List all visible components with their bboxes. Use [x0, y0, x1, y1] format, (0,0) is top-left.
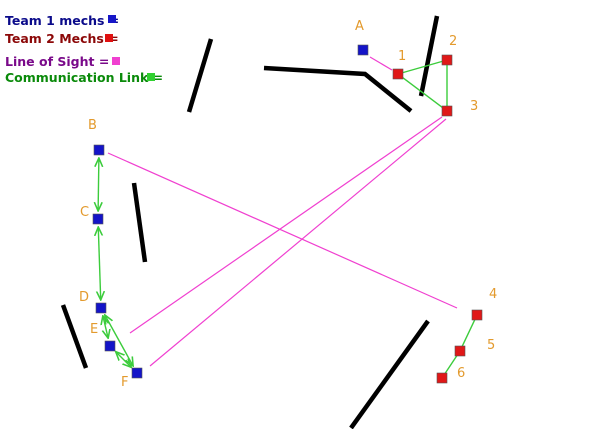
legend-comm-text: Communication Link = [5, 70, 163, 85]
mech-label-3: 3 [470, 99, 478, 114]
legend-team2-swatch [105, 34, 113, 42]
mech-label-5: 5 [487, 338, 495, 353]
team1-mech-E [104, 340, 116, 352]
team1-mech-B [93, 144, 105, 156]
legend-team1-swatch [108, 15, 116, 23]
legend-comm-swatch [147, 73, 155, 81]
comm-link-C-D [98, 227, 100, 300]
team2-mech-3 [441, 105, 453, 117]
line-of-sight-A-1 [369, 56, 393, 71]
line-of-sight-D-3 [129, 116, 443, 334]
label-layer: A B C D E F 1 2 3 4 5 6 [79, 19, 497, 390]
team2-mech-5 [454, 345, 466, 357]
comm-link-1-3 [401, 76, 444, 109]
comm-link-4-5 [461, 319, 476, 347]
wall-2 [263, 65, 413, 113]
legend-team1-text: Team 1 mechs = [5, 13, 119, 28]
legend-team2-text: Team 2 Mechs = [5, 31, 119, 46]
team2-mech-2 [441, 54, 453, 66]
mech-label-4: 4 [489, 287, 497, 302]
team1-mech-F [131, 367, 143, 379]
legend-los-text: Line of Sight = [5, 54, 109, 69]
comm-link-B-C [98, 158, 99, 211]
communication-link-layer [98, 60, 476, 375]
wall-1 [186, 38, 214, 113]
mech-label-1: 1 [398, 49, 406, 64]
walls [60, 15, 440, 429]
comm-link-1-2 [402, 60, 443, 74]
team1-mech-D [95, 302, 107, 314]
comm-link-E-F [116, 352, 132, 368]
mech-label-A: A [355, 19, 364, 34]
mech-label-E: E [90, 322, 98, 337]
mech-layer [92, 44, 483, 384]
legend-los-swatch [112, 57, 120, 65]
comm-link-5-6 [444, 354, 458, 375]
team1-mech-C [92, 213, 104, 225]
team1-mech-A [357, 44, 369, 56]
wall-4 [131, 182, 148, 263]
legend: Team 1 mechs = Team 2 Mechs = Line of Si… [5, 13, 163, 85]
wall-3 [418, 15, 440, 97]
mech-label-F: F [121, 375, 128, 390]
team2-mech-4 [471, 309, 483, 321]
mech-label-D: D [79, 290, 89, 305]
wall-5 [60, 304, 89, 369]
mech-label-C: C [80, 205, 89, 220]
mech-label-2: 2 [449, 34, 457, 49]
team2-mech-6 [436, 372, 448, 384]
team2-mech-1 [392, 68, 404, 80]
line-of-sight-F-3 [149, 118, 447, 367]
line-of-sight-layer [107, 56, 458, 367]
mech-label-6: 6 [457, 366, 465, 381]
line-of-sight-B-4 [107, 152, 458, 309]
wall-6 [349, 319, 430, 429]
mech-label-B: B [88, 118, 97, 133]
comm-link-D-F [105, 315, 133, 366]
